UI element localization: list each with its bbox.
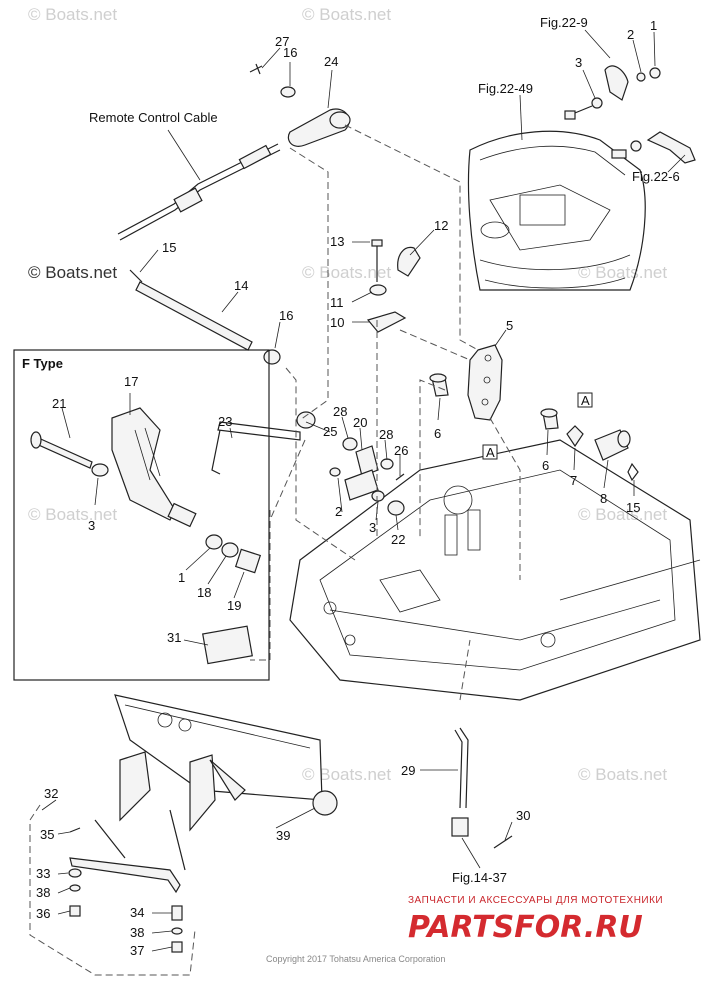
reference-lines (250, 124, 521, 701)
callout-number: 5 (506, 318, 513, 333)
callout-number: 32 (44, 786, 58, 801)
f-type-heading: F Type (22, 356, 63, 371)
callout-number: 6 (542, 458, 549, 473)
callout-number: 17 (124, 374, 138, 389)
callout-number: 21 (52, 396, 66, 411)
f-type-parts (30, 407, 301, 665)
cable-clamp-drawing (366, 239, 421, 333)
callout-number: 8 (600, 491, 607, 506)
ref-box-label: A (486, 445, 495, 460)
callout-number: 36 (36, 906, 50, 921)
fig-14-37-label: Fig.14-37 (452, 870, 507, 885)
ref-box (577, 392, 593, 408)
watermark: © Boats.net (578, 263, 667, 282)
engine-cover-drawing (467, 130, 646, 291)
callout-number: 39 (276, 828, 290, 843)
watermark: © Boats.net (578, 505, 667, 524)
callout-number: 15 (162, 240, 176, 255)
copyright-text: Copyright 2017 Tohatsu America Corporati… (266, 954, 445, 964)
ref-box (482, 444, 498, 460)
callout-number: 14 (234, 278, 248, 293)
callout-number: 3 (88, 518, 95, 533)
watermark: © Boats.net (302, 5, 391, 24)
callout-number: 16 (283, 45, 297, 60)
lock-lever-drawing (611, 131, 696, 164)
kit-outline (29, 804, 196, 976)
tiller-bracket-drawing (94, 694, 338, 871)
callout-number: 34 (130, 905, 144, 920)
watermark: © Boats.net (28, 263, 117, 282)
hook-bracket-parts (564, 65, 661, 120)
callout-number: 1 (650, 18, 657, 33)
callout-number: 2 (335, 504, 342, 519)
callout-number: 31 (167, 630, 181, 645)
collar-parts-drawing (429, 373, 639, 482)
throttle-arm-drawing (467, 344, 503, 421)
link-rod-drawing (451, 727, 513, 849)
callout-number: 7 (570, 473, 577, 488)
callout-number: 18 (197, 585, 211, 600)
callout-number: 35 (40, 827, 54, 842)
watermark: © Boats.net (578, 765, 667, 784)
remote-cable-drawing (117, 63, 351, 241)
callout-number: 3 (575, 55, 582, 70)
callout-number: 27 (275, 34, 289, 49)
callout-number: 11 (330, 295, 344, 310)
linkage-parts-drawing (296, 411, 405, 516)
callout-number: 16 (279, 308, 293, 323)
callout-number: 30 (516, 808, 530, 823)
callout-number: 37 (130, 943, 144, 958)
callout-number: 6 (434, 426, 441, 441)
callout-number: 38 (130, 925, 144, 940)
remote-cable-label: Remote Control Cable (89, 110, 218, 125)
watermark: © Boats.net (28, 5, 117, 24)
callout-number: 24 (324, 54, 338, 69)
callout-number: 19 (227, 598, 241, 613)
brand-subtitle: ЗАПЧАСТИ И АКСЕССУАРЫ ДЛЯ МОТОТЕХНИКИ (408, 895, 663, 906)
watermark: © Boats.net (302, 765, 391, 784)
callout-number: 12 (434, 218, 448, 233)
fig-22-49-label: Fig.22-49 (478, 81, 533, 96)
f-type-frame (13, 349, 270, 681)
brand-logo: PARTSFOR.RU (408, 910, 643, 945)
kit-parts-drawing (68, 827, 183, 953)
callout-number: 38 (36, 885, 50, 900)
callout-number: 15 (626, 500, 640, 515)
callout-number: 10 (330, 315, 344, 330)
callout-number: 2 (627, 27, 634, 42)
watermark: © Boats.net (302, 263, 391, 282)
callout-number: 22 (391, 532, 405, 547)
callout-number: 20 (353, 415, 367, 430)
callout-number: 25 (323, 424, 337, 439)
ref-box-label: A (581, 393, 590, 408)
fig-22-6-label: Fig.22-6 (632, 169, 680, 184)
watermark: © Boats.net (28, 505, 117, 524)
callout-number: 29 (401, 763, 415, 778)
callout-number: 26 (394, 443, 408, 458)
callout-number: 3 (369, 520, 376, 535)
callout-number: 23 (218, 414, 232, 429)
callout-number: 28 (333, 404, 347, 419)
fig-22-9-label: Fig.22-9 (540, 15, 588, 30)
leader-lines (41, 29, 686, 952)
callout-number: 1 (178, 570, 185, 585)
callout-number: 28 (379, 427, 393, 442)
callout-number: 33 (36, 866, 50, 881)
callout-number: 13 (330, 234, 344, 249)
lower-cowl-drawing (289, 439, 701, 701)
